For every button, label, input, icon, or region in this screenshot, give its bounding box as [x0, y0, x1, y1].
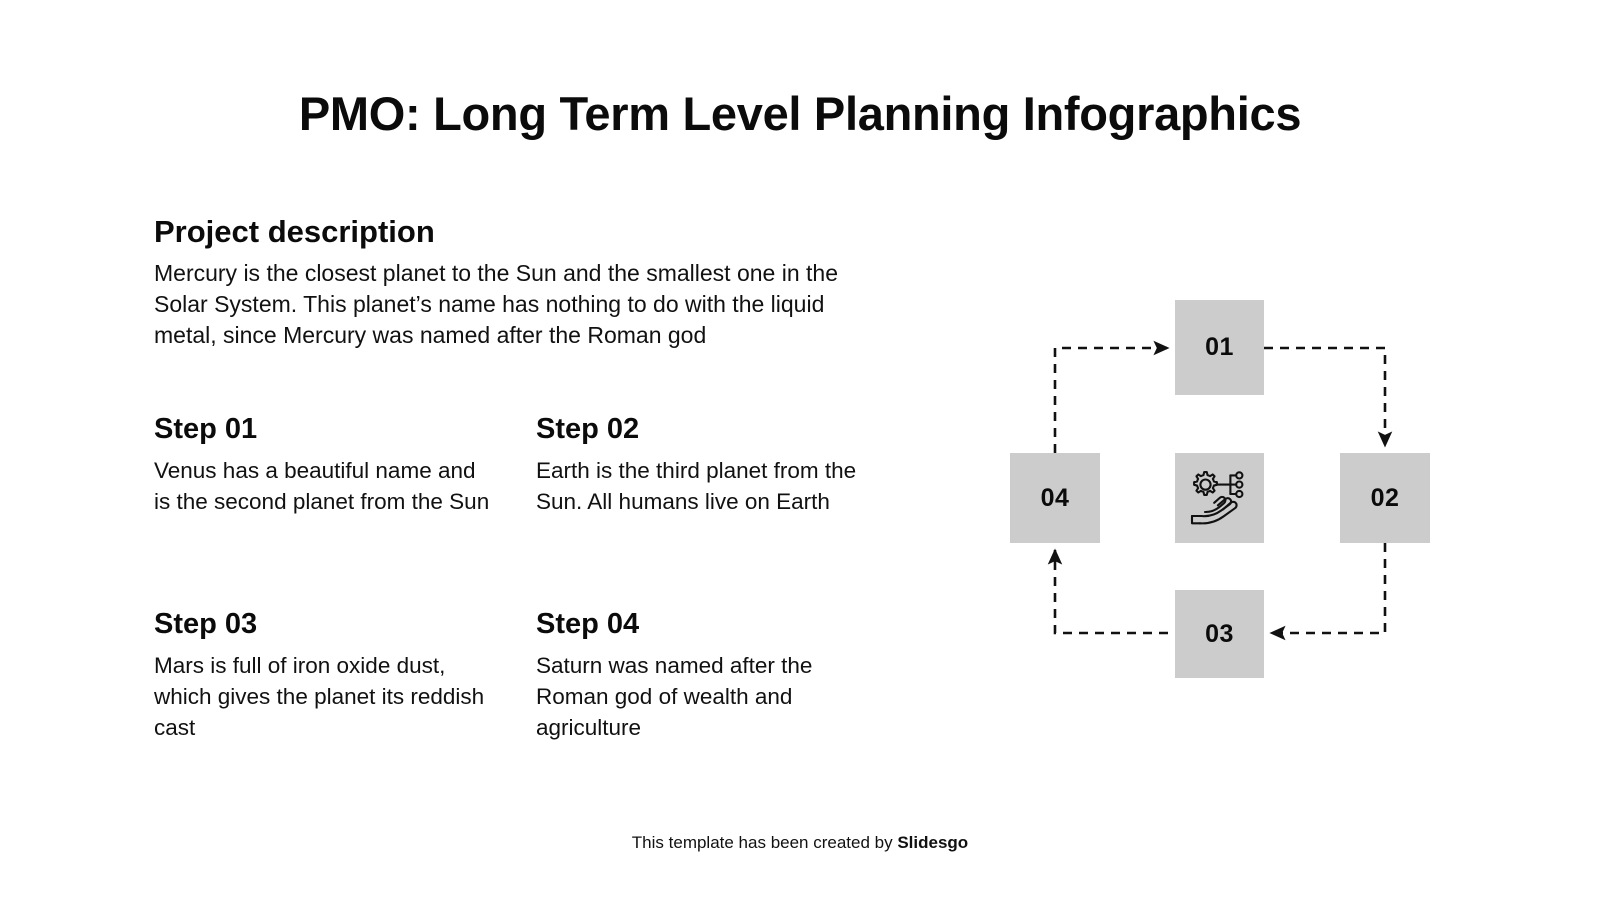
project-description-heading: Project description: [154, 214, 435, 249]
step-body: Saturn was named after the Roman god of …: [536, 652, 813, 740]
diagram-connectors: [1047, 340, 1393, 641]
project-description-block: Project description Mercury is the close…: [154, 214, 914, 351]
step-item-04: Step 04 Saturn was named after the Roman…: [536, 608, 876, 743]
diagram-node-02[interactable]: 02: [1340, 453, 1430, 543]
diagram-node-04[interactable]: 04: [1010, 453, 1100, 543]
steps-grid: Step 01 Venus has a beautiful name and i…: [154, 413, 914, 743]
gear-on-hand-network-icon: [1190, 471, 1243, 525]
page-title: PMO: Long Term Level Planning Infographi…: [298, 87, 1302, 140]
connector-04-to-01: [1053, 340, 1170, 453]
step-body: Mars is full of iron oxide dust, which g…: [154, 652, 485, 740]
step-title: Step 01: [154, 413, 258, 445]
step-body: Earth is the third planet from the Sun. …: [536, 457, 857, 514]
cycle-diagram: 01 02 03 04: [990, 280, 1470, 690]
connector-03-to-04: [1047, 548, 1168, 635]
diagram-node-03[interactable]: 03: [1175, 590, 1264, 678]
footer-credit-text: This template has been created by: [631, 833, 898, 852]
step-item-03: Step 03 Mars is full of iron oxide dust,…: [154, 608, 494, 743]
connector-02-to-03: [1269, 543, 1387, 641]
diagram-node-label: 02: [1370, 483, 1400, 512]
step-title: Step 02: [536, 413, 640, 445]
connector-01-to-02: [1264, 346, 1393, 448]
step-title: Step 04: [536, 608, 640, 640]
diagram-center-node: [1175, 453, 1264, 543]
diagram-node-01[interactable]: 01: [1175, 300, 1264, 395]
step-body: Venus has a beautiful name and is the se…: [154, 457, 490, 514]
diagram-node-label: 03: [1205, 619, 1234, 648]
step-title: Step 03: [154, 608, 258, 640]
diagram-node-label: 04: [1040, 483, 1070, 512]
step-item-02: Step 02 Earth is the third planet from t…: [536, 413, 876, 609]
project-description-body: Mercury is the closest planet to the Sun…: [154, 259, 838, 348]
footer-brand-name: Slidesgo: [897, 833, 969, 852]
diagram-node-label: 01: [1205, 333, 1234, 361]
footer-credit: This template has been created by Slides…: [0, 833, 1600, 853]
step-item-01: Step 01 Venus has a beautiful name and i…: [154, 413, 494, 609]
